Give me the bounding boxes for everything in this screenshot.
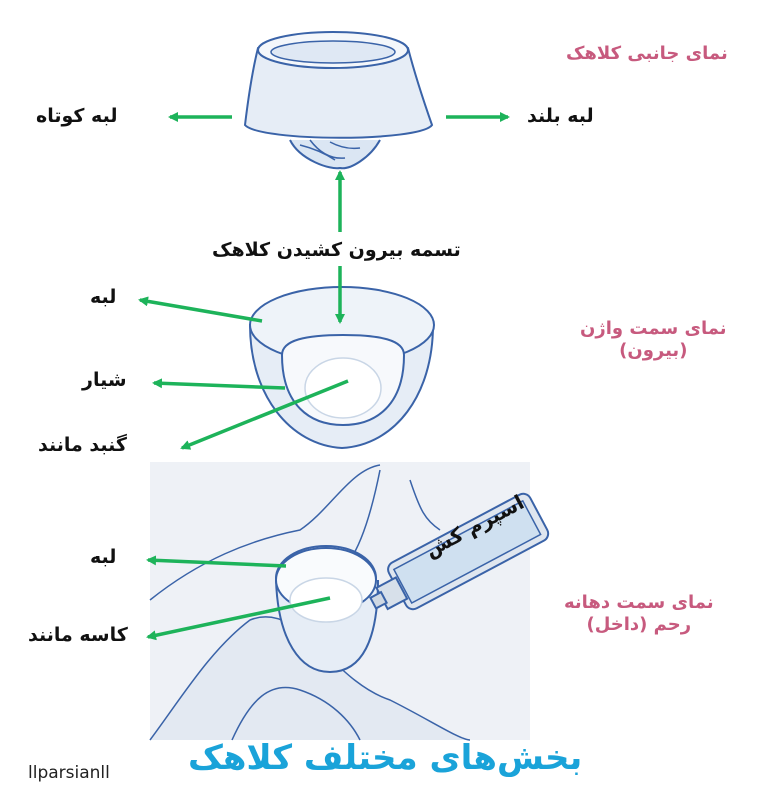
label-cervix-side-view: نمای سمت دهانه رحم (داخل) [564,592,714,635]
label-vaginal-side-view: نمای سمت واژن (بیرون) [580,318,727,361]
arrow-bowl [146,596,331,641]
arrow-rim-2 [146,555,287,568]
arrow-dome [180,379,349,450]
label-groove: شیار [82,369,127,391]
label-rim-upper: لبه [90,286,117,308]
label-long-rim: لبه بلند [527,105,594,127]
label-rim-lower: لبه [90,546,117,568]
page-title: بخش‌های مختلف کلاهک [188,738,583,778]
label-removal-strap: تسمه بیرون کشیدن کلاهک [212,239,461,261]
label-cervix-side-view-line1: نمای سمت دهانه [564,592,714,613]
label-bowl-like: کاسه مانند [28,624,128,646]
arrow-rim-1 [138,296,263,323]
label-side-view: نمای جانبی کلاهک [566,43,728,64]
label-vaginal-side-view-line2: (بیرون) [619,339,688,361]
annotation-arrows [138,112,510,641]
arrow-groove [152,378,286,390]
label-short-rim: لبه کوتاه [36,105,118,127]
cap-cervix-view-illustration [149,462,550,741]
cap-vaginal-view-illustration [248,286,435,450]
label-dome-like: گنبد مانند [38,434,127,456]
label-cervix-side-view-line2: رحم (داخل) [586,613,692,635]
cap-side-view-illustration [243,31,434,170]
label-vaginal-side-view-line1: نمای سمت واژن [580,318,727,339]
watermark: llparsianll [28,763,110,783]
